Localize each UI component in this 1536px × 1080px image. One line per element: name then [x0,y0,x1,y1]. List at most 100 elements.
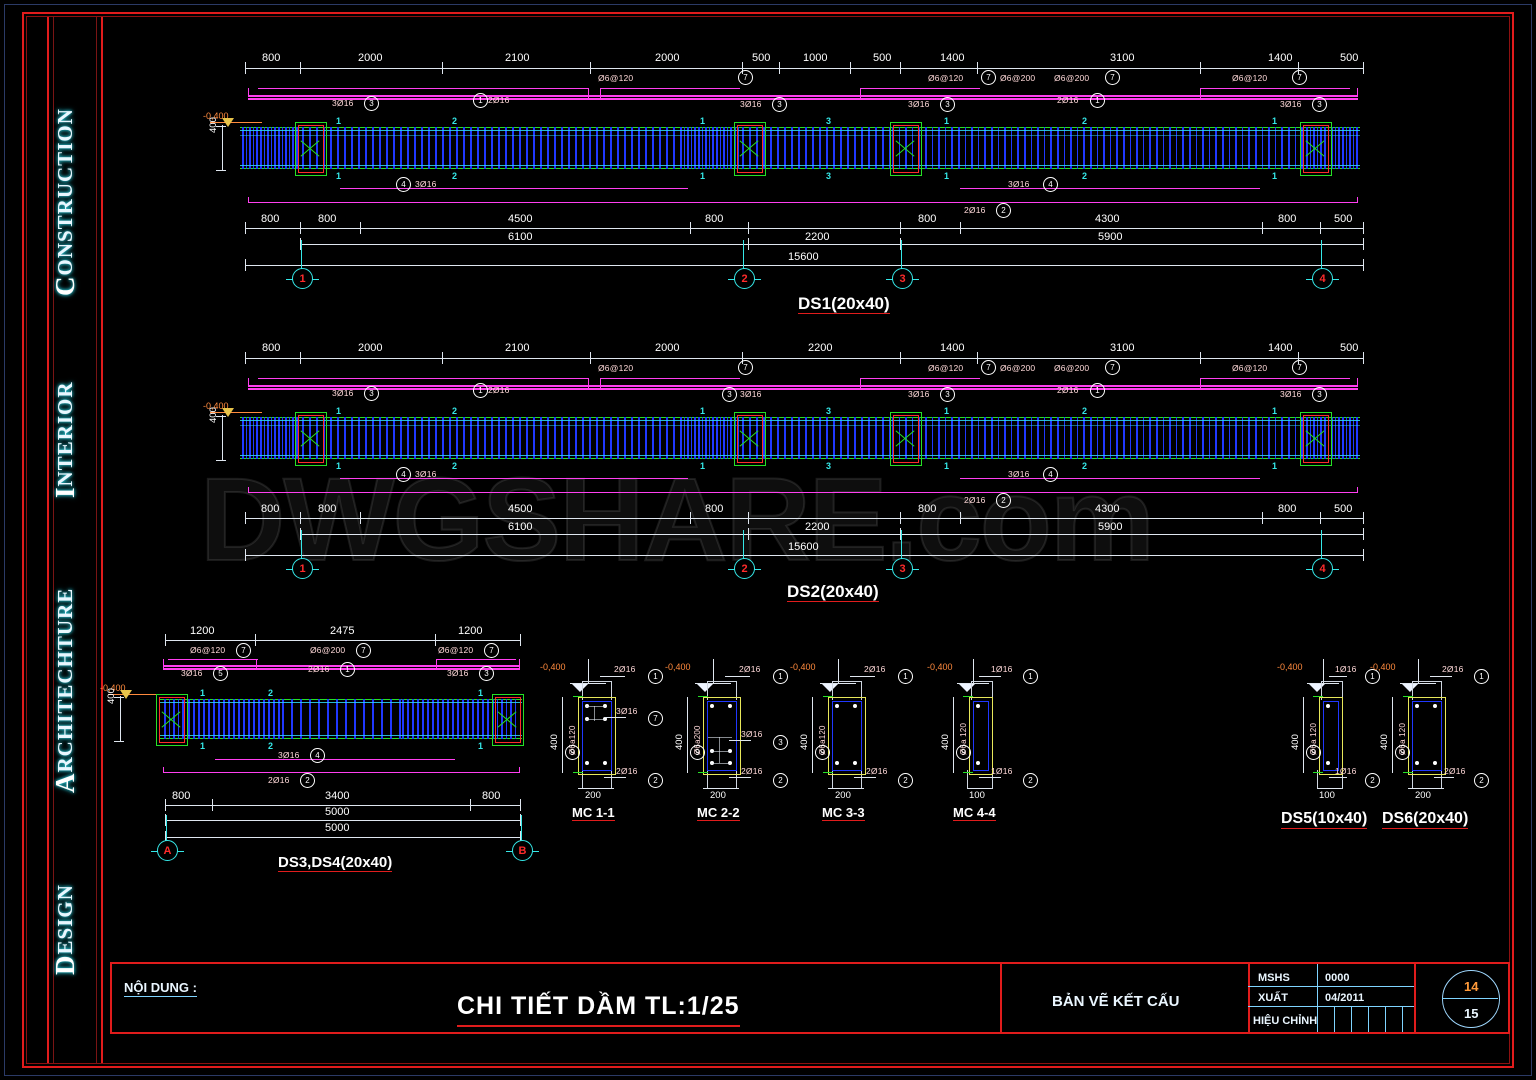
ds1-bot-dim1-7: 500 [1334,213,1353,225]
ds1-stirrup-set [240,127,1360,169]
ds2-top-rebar-1: 2Ø16 [488,385,510,395]
ds2-bot-rebar-2: 2Ø16 [964,495,986,505]
mc33-top-label: 2Ø16 [864,664,886,674]
title-block-row-label-2: HIỆU CHỈNH [1253,1015,1318,1027]
ds6-stirrup [1412,701,1442,771]
mc33-outline [828,697,866,775]
ds2-top-rebar-4: 2Ø16 [1057,385,1079,395]
mc44-bot-label: 1Ø16 [991,766,1013,776]
mc11-bot-label: 2Ø16 [616,766,638,776]
ds1-level-label: -0,400 [203,111,229,121]
ds2-grid-bubble-2[interactable]: 3 [886,558,919,579]
ds2-grid-bubble-3[interactable]: 4 [1306,558,1339,579]
ds34-top-rebar-mark-0: 5 [213,666,228,681]
ds1-beam-body [240,127,1360,169]
ds1-support-4 [1300,122,1332,176]
ds1-section-mark-0b: 1 [336,171,342,181]
ds34-beam-body [160,699,522,739]
mc33-bot-label: 2Ø16 [866,766,888,776]
ds34-section-mark-2: 1 [478,688,484,698]
beam-elevation-ds1: 800 2000 2100 2000 500 1000 500 1400 310… [0,0,1536,320]
ds1-top-dim-5: 1000 [803,52,828,64]
ds34-stirrup-mark-0: 7 [236,643,251,658]
ds1-top-rebar-1: 2Ø16 [488,95,510,105]
title-block-row-label-1: XUẤT [1258,992,1288,1004]
mc11-height: 400 [549,734,560,750]
ds34-section-mark-2b: 1 [478,741,484,751]
ds2-support-4 [1300,412,1332,466]
mc22-width: 200 [710,790,726,801]
ds34-bot-dim2-0: 5000 [325,806,350,818]
ds1-top-dim-10: 500 [1340,52,1359,64]
ds2-bot-dim1-4: 800 [918,503,937,515]
ds5-width: 100 [1319,790,1335,801]
ds1-stirrup-note-4: Ø6@120 [1232,73,1268,83]
ds6-outline [1408,697,1446,775]
ds1-bot-rebar-mark-2: 2 [996,203,1011,218]
ds2-stirrup-mark-mid: 7 [738,360,753,375]
ds1-top-rebar-mark-5: 3 [1312,97,1327,112]
ds34-bot-dim3-0: 5000 [325,822,350,834]
ds1-support-2 [734,122,766,176]
mc22-outline [703,697,741,775]
ds2-top-dim-2: 2100 [505,342,530,354]
ds1-bot-rebar-mark-1: 4 [1043,177,1058,192]
title-block-row-value-0: 0000 [1325,972,1350,984]
ds2-top-dim-4: 2200 [808,342,833,354]
sheet-number-circle [1442,970,1500,1028]
ds1-top-dim-3: 2000 [655,52,680,64]
ds1-grid-bubble-3[interactable]: 4 [1306,268,1339,289]
ds1-section-mark-3: 3 [826,116,832,126]
ds2-stirrup-note-3: Ø6@200 [1054,363,1090,373]
ds1-section-mark-5: 2 [1082,116,1088,126]
ds34-top-rebar-0: 3Ø16 [181,668,203,678]
ds2-bot-rebar-0: 3Ø16 [415,469,437,479]
ds2-section-mark-1b: 2 [452,461,458,471]
ds1-grid-bubble-0[interactable]: 1 [286,268,319,289]
ds1-grid-bubble-1[interactable]: 2 [728,268,761,289]
ds2-grid-bubble-0[interactable]: 1 [286,558,319,579]
drawing-red-frame [22,12,1514,1068]
ds34-top-rebar-1: 2Ø16 [308,664,330,674]
ds2-title: DS2(20x40) [787,582,879,602]
ds2-bot-rebar-mark-2: 2 [996,493,1011,508]
ds1-bot-dim2-0: 6100 [508,231,533,243]
ds5-outline [1319,697,1343,775]
ds2-section-mark-5: 2 [1082,406,1088,416]
ds2-bot-rebar-mark-0: 4 [396,467,411,482]
ds2-bot-dim2-1: 2200 [805,521,830,533]
ds1-support-3 [890,122,922,176]
ds34-bot-rebar-mark-1: 2 [300,773,315,788]
mc33-level: -0,400 [790,662,816,672]
ds1-top-rebar-mark-3: 3 [940,97,955,112]
mc11-top-label: 2Ø16 [614,664,636,674]
ds34-grid-bubble-a[interactable]: A [151,840,184,861]
ds34-stirrup-set [160,699,522,739]
ds2-stirrup-note-4: Ø6@120 [1232,363,1268,373]
ds34-bot-rebar-mark-0: 4 [310,748,325,763]
ds1-grid-bubble-2[interactable]: 3 [886,268,919,289]
ds6-caption: DS6(20x40) [1382,810,1469,829]
ds6-level: -0,400 [1370,662,1396,672]
ds34-bot-dim1-2: 800 [482,790,501,802]
mc11-mid-label: 3Ø16 [616,706,638,716]
ds2-level-label: -0,400 [203,401,229,411]
ds2-stirrup-note-2: Ø6@200 [1000,363,1036,373]
ds34-top-rebar-mark-2: 3 [479,666,494,681]
ds2-grid-bubble-1[interactable]: 2 [728,558,761,579]
ds1-top-rebar-mark-2: 3 [772,97,787,112]
ds1-bot-rebar-0: 3Ø16 [415,179,437,189]
ds34-level-label: -0,400 [100,683,126,693]
mc44-outline [969,697,993,775]
ds1-bot-rebar-2: 2Ø16 [964,205,986,215]
ds34-stirrup-mark-2: 7 [484,643,499,658]
ds34-top-dim-1: 2475 [330,625,355,637]
sidebar-band-inner [53,17,97,1063]
sidebar-band [47,17,103,1063]
beam-elevation-ds2: 800 2000 2100 2000 2200 1400 3100 1400 5… [0,290,1536,610]
ds2-top-rebar-mark-0: 3 [364,386,379,401]
ds2-top-dim-8: 500 [1340,342,1359,354]
ds34-grid-bubble-b[interactable]: B [506,840,539,861]
ds2-section-mark-5b: 2 [1082,461,1088,471]
ds2-section-mark-6: 1 [1272,406,1278,416]
